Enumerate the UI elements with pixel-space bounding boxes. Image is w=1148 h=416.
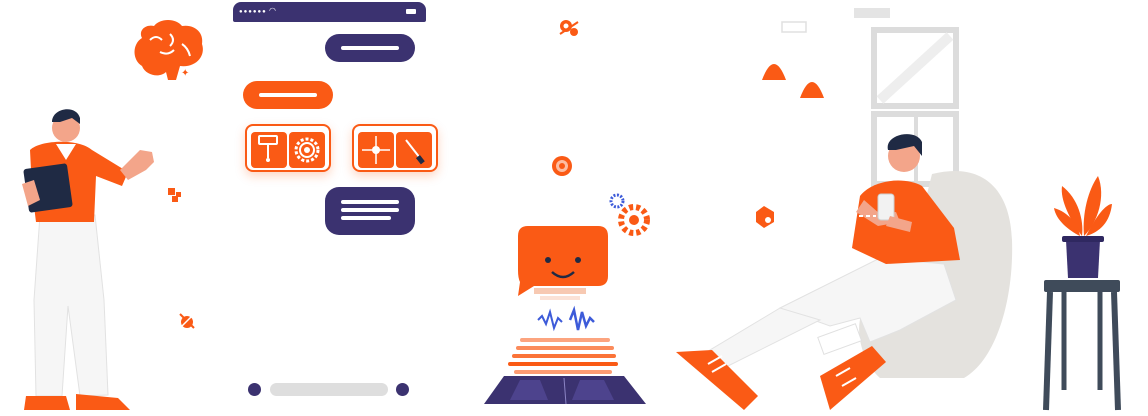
bug-icon	[179, 313, 195, 329]
tool-card-right	[352, 124, 438, 172]
wrench-icon	[251, 132, 287, 168]
phone-icon	[877, 193, 895, 221]
wifi-icon: ◠	[269, 6, 276, 15]
signal-stack	[508, 338, 618, 374]
sparkle-icon	[168, 188, 181, 202]
bot-platform	[484, 376, 646, 405]
plant-icon	[1054, 176, 1112, 278]
window-frame	[854, 8, 959, 187]
signal-icon: ●●●●●●	[239, 9, 267, 15]
gear-icon	[289, 132, 325, 168]
screwdriver-icon	[396, 132, 432, 168]
ceiling-lamps	[762, 21, 824, 98]
voice-wave-icon	[537, 305, 595, 332]
man-standing	[22, 109, 154, 410]
gear-icon	[609, 193, 650, 236]
phone-back-dot	[248, 383, 261, 396]
gear-cluster-top	[559, 20, 579, 36]
chat-bubble-received	[325, 34, 415, 62]
brain-icon: ✦	[134, 20, 203, 80]
svg-text:✦: ✦	[181, 68, 189, 79]
chat-bot-icon	[518, 226, 608, 300]
chat-bubble-sent	[243, 81, 333, 109]
phone-status-bar: ●●●●●● ◠	[233, 2, 426, 22]
chat-bubble-long	[325, 187, 415, 235]
lightbulb-icon	[552, 156, 572, 176]
package-icon	[756, 206, 774, 228]
phone-home-bar	[270, 383, 388, 396]
plant-stool	[1043, 280, 1121, 411]
phone-menu-dot	[396, 383, 409, 396]
tool-card-left	[245, 124, 331, 172]
crosshair-icon	[358, 132, 394, 168]
man-sitting	[676, 134, 960, 410]
battery-icon	[406, 9, 416, 14]
